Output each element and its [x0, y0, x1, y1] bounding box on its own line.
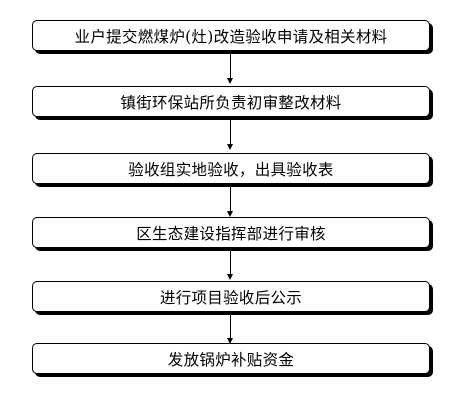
step-submit-application: 业户提交燃煤炉(灶)改造验收申请及相关材料	[32, 20, 430, 51]
arrow-down-icon	[227, 338, 233, 344]
arrow-down-icon	[227, 211, 233, 217]
connector-line	[230, 313, 231, 338]
step-site-inspection: 验收组实地验收，出具验收表	[32, 153, 430, 184]
step-subsidy-payment: 发放锅炉补贴资金	[32, 343, 430, 374]
step-preliminary-review: 镇街环保站所负责初审整改材料	[32, 86, 430, 117]
step-district-review: 区生态建设指挥部进行审核	[32, 217, 430, 248]
step-label: 业户提交燃煤炉(灶)改造验收申请及相关材料	[74, 27, 388, 46]
arrow-down-icon	[227, 144, 233, 150]
arrow-down-icon	[227, 274, 233, 280]
step-label: 进行项目验收后公示	[159, 288, 303, 307]
step-label: 发放锅炉补贴资金	[167, 350, 295, 369]
connector-line	[230, 52, 231, 78]
connector-line	[230, 249, 231, 274]
step-label: 镇街环保站所负责初审整改材料	[120, 93, 342, 112]
connector-line	[230, 185, 231, 211]
step-label: 区生态建设指挥部进行审核	[136, 224, 326, 243]
step-public-notice: 进行项目验收后公示	[32, 281, 430, 312]
step-label: 验收组实地验收，出具验收表	[128, 160, 334, 179]
arrow-down-icon	[227, 78, 233, 84]
connector-line	[230, 118, 231, 144]
